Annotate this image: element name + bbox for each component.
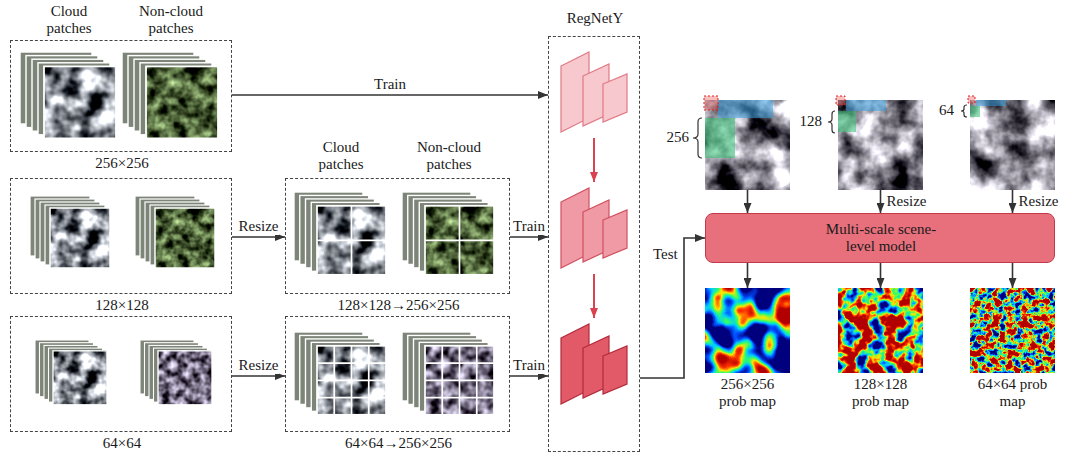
- patch-group: 64×64: [10, 316, 232, 432]
- noncloud-patch-stack: [122, 52, 218, 138]
- resized-noncloud-stack: [402, 192, 494, 275]
- tile-grid: [317, 346, 386, 415]
- model-name: Multi-scale scene-level model: [814, 221, 948, 255]
- patch-group: Cloud patchesNon-cloud patches128×128→25…: [285, 178, 510, 294]
- column-heading: Cloud patches: [34, 3, 104, 37]
- satellite-image: [838, 100, 923, 190]
- cloud-patch-stack: [20, 52, 116, 138]
- patch-group: 64×64→256×256: [285, 316, 510, 432]
- input-image: 128: [838, 100, 923, 190]
- flow-arrow: [880, 190, 882, 213]
- window-overlay: [836, 96, 845, 105]
- size-brace: [828, 111, 835, 133]
- flow-arrow: [1012, 263, 1014, 288]
- prob-map: 256×256 prob map: [705, 288, 790, 373]
- noncloud-patch-stack: [135, 196, 215, 268]
- window-overlay: [968, 96, 975, 103]
- flow-arrow: [880, 263, 882, 288]
- probability-map: [838, 288, 923, 373]
- flow-arrow: [232, 375, 285, 377]
- network-box: RegNetY: [548, 36, 640, 452]
- patch-group: 128×128: [10, 178, 232, 294]
- map-caption: 256×256 prob map: [707, 376, 788, 410]
- tile-grid: [425, 346, 494, 415]
- model-box: Multi-scale scene-level model: [705, 213, 1055, 263]
- edge-label: Resize: [1018, 193, 1060, 210]
- window-overlay: [846, 100, 886, 111]
- map-caption: 64×64 prob map: [972, 376, 1053, 410]
- size-label: 64×64: [11, 435, 233, 452]
- window-overlay: [705, 118, 735, 158]
- satellite-image: [970, 100, 1055, 190]
- flow-arrow: [232, 94, 548, 96]
- layer-arrow: [593, 274, 595, 318]
- probability-map: [970, 288, 1055, 373]
- resized-noncloud-stack: [402, 332, 494, 415]
- flow-arrow: [747, 263, 749, 288]
- layer-stack: [561, 52, 627, 132]
- scale-label: 64: [922, 102, 954, 119]
- flow-arrow: [510, 375, 548, 377]
- column-heading: Cloud patches: [306, 139, 376, 173]
- noncloud-patch-stack: [140, 340, 212, 405]
- column-heading: Non-cloud patches: [404, 139, 494, 173]
- resized-cloud-stack: [294, 332, 386, 415]
- edge-label: Resize: [238, 357, 280, 374]
- edge-label: Resize: [886, 193, 928, 210]
- resized-cloud-stack: [294, 192, 386, 275]
- layer-stack: [561, 188, 627, 268]
- flow-arrow: [232, 236, 285, 238]
- map-caption: 128×128 prob map: [840, 376, 921, 410]
- flow-arrow: [510, 236, 548, 238]
- cloud-patch-stack: [35, 340, 107, 405]
- window-overlay: [718, 100, 773, 118]
- column-heading: Non-cloud patches: [126, 3, 216, 37]
- probability-map: [705, 288, 790, 373]
- size-brace: [961, 105, 967, 117]
- input-image: 256: [705, 100, 790, 190]
- patch-group: Cloud patchesNon-cloud patches256×256: [10, 40, 232, 152]
- size-label: 128×128→256×256: [286, 297, 511, 314]
- prob-map: 128×128 prob map: [838, 288, 923, 373]
- cloud-patch-stack: [30, 196, 110, 268]
- window-overlay: [704, 96, 718, 110]
- size-label: 128×128: [11, 297, 233, 314]
- prob-map: 64×64 prob map: [970, 288, 1055, 373]
- input-image: 64: [970, 100, 1055, 190]
- edge-label: Resize: [238, 218, 280, 235]
- size-label: 64×64→256×256: [286, 435, 511, 452]
- satellite-image: [705, 100, 790, 190]
- scale-label: 256: [657, 129, 689, 146]
- layer-stack: [561, 324, 627, 404]
- window-overlay: [976, 100, 1006, 106]
- scale-label: 128: [790, 113, 822, 130]
- size-label: 256×256: [11, 155, 233, 172]
- window-overlay: [838, 111, 856, 132]
- network-title: RegNetY: [539, 10, 651, 27]
- edge-label: Train: [512, 218, 546, 235]
- edge-label: Train: [373, 76, 407, 93]
- size-brace: [693, 118, 702, 158]
- flow-arrow: [640, 238, 705, 378]
- layer-arrow: [593, 138, 595, 182]
- edge-label: Test: [652, 246, 679, 263]
- window-overlay: [970, 106, 980, 117]
- edge-label: Train: [512, 357, 546, 374]
- flow-arrow: [747, 190, 749, 213]
- tile-grid: [425, 206, 494, 275]
- tile-grid: [317, 206, 386, 275]
- flow-arrow: [1012, 190, 1014, 213]
